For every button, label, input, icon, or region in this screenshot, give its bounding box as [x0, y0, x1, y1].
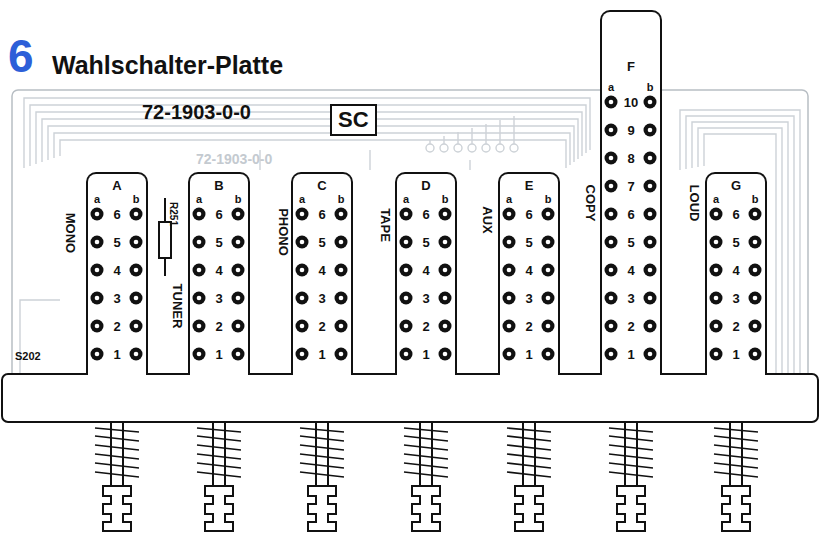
column-letter: D — [421, 179, 430, 192]
watermark-number: 72-1903-0-0 — [196, 152, 272, 166]
switch-label: AUX — [481, 206, 494, 233]
contact-side: b — [442, 194, 449, 205]
switch-contact-column: Aa b 6 5 4 3 2 1 — [86, 172, 148, 375]
column-letter: F — [627, 60, 635, 73]
contact-side: a — [608, 82, 614, 93]
pin-number: 7 — [627, 180, 634, 193]
contact-side: a — [403, 194, 409, 205]
marking-box: SC — [330, 104, 377, 136]
column-letter: A — [112, 179, 121, 192]
switch-label: TUNER — [171, 284, 184, 329]
pin-number: 5 — [422, 236, 429, 249]
pin-number: 3 — [422, 292, 429, 305]
column-letter: B — [214, 179, 223, 192]
switch-label: MONO — [64, 213, 77, 253]
column-letter: G — [731, 179, 741, 192]
pin-number: 1 — [113, 348, 120, 361]
pin-number: 2 — [318, 320, 325, 333]
switch-contact-column: Ga b 6 5 4 3 2 1 — [705, 172, 767, 375]
pin-number: 6 — [732, 208, 739, 221]
pin-number: 6 — [215, 208, 222, 221]
column-letter: C — [317, 179, 326, 192]
pin-number: 3 — [732, 292, 739, 305]
pin-number: 2 — [422, 320, 429, 333]
section-number: 6 — [8, 33, 34, 79]
resistor-label: R251 — [168, 202, 178, 226]
column-letter: E — [525, 179, 534, 192]
pin-number: 2 — [113, 320, 120, 333]
contact-side: a — [299, 194, 305, 205]
switch-contact-column: Ea b 6 5 4 3 2 1 — [498, 172, 560, 375]
pin-number: 3 — [318, 292, 325, 305]
pin-number: 6 — [627, 208, 634, 221]
switch-contact-column: Fa b 10 9 8 7 6 5 4 3 2 1 — [600, 10, 662, 375]
pin-number: 6 — [318, 208, 325, 221]
pin-number: 4 — [525, 264, 532, 277]
switch-plungers — [95, 422, 758, 531]
pin-number: 6 — [113, 208, 120, 221]
pin-number: 4 — [732, 264, 739, 277]
pin-number: 9 — [627, 124, 634, 137]
contact-side: b — [752, 194, 759, 205]
contact-side: a — [94, 194, 100, 205]
switch-label: TAPE — [379, 208, 392, 242]
switch-contact-column: Da b 6 5 4 3 2 1 — [395, 172, 457, 375]
contact-side: a — [713, 194, 719, 205]
pin-number: 5 — [627, 236, 634, 249]
contact-side: b — [235, 194, 242, 205]
pin-number: 1 — [732, 348, 739, 361]
pin-number: 2 — [732, 320, 739, 333]
pcb-traces — [20, 98, 800, 380]
pin-number: 5 — [113, 236, 120, 249]
title: Wahlschalter-Platte — [52, 53, 283, 78]
pin-number: 2 — [215, 320, 222, 333]
contact-side: a — [196, 194, 202, 205]
pin-number: 5 — [525, 236, 532, 249]
pin-number: 5 — [732, 236, 739, 249]
switch-contact-column: Ba b 6 5 4 3 2 1 — [188, 172, 250, 375]
board-outline — [12, 90, 808, 414]
pin-number: 6 — [525, 208, 532, 221]
pin-number: 3 — [215, 292, 222, 305]
contact-side: b — [647, 82, 654, 93]
pin-number: 6 — [422, 208, 429, 221]
pin-number: 4 — [215, 264, 222, 277]
switch-label: PHONO — [277, 208, 290, 256]
pin-number: 1 — [525, 348, 532, 361]
pin-number: 8 — [627, 152, 634, 165]
switch-ref: S202 — [15, 351, 41, 362]
pin-number: 3 — [525, 292, 532, 305]
switch-label: COPY — [584, 185, 597, 222]
pin-number: 4 — [318, 264, 325, 277]
pin-number: 1 — [318, 348, 325, 361]
contact-side: b — [133, 194, 140, 205]
switch-label: LOUD — [688, 185, 701, 222]
contact-side: b — [545, 194, 552, 205]
pin-number: 2 — [627, 320, 634, 333]
pin-number: 2 — [525, 320, 532, 333]
board-code: SC — [338, 109, 369, 131]
pin-number: 1 — [422, 348, 429, 361]
pin-number: 3 — [113, 292, 120, 305]
contact-side: b — [338, 194, 345, 205]
pin-number: 5 — [318, 236, 325, 249]
pin-number: 3 — [627, 292, 634, 305]
board-number: 72-1903-0-0 — [142, 102, 251, 122]
pin-number: 10 — [624, 96, 638, 109]
switch-bar — [2, 374, 818, 422]
pin-number: 4 — [113, 264, 120, 277]
pin-number: 4 — [422, 264, 429, 277]
switch-contact-column: Ca b 6 5 4 3 2 1 — [291, 172, 353, 375]
pin-number: 1 — [627, 348, 634, 361]
pin-number: 4 — [627, 264, 634, 277]
pin-number: 5 — [215, 236, 222, 249]
pin-number: 1 — [215, 348, 222, 361]
contact-side: a — [506, 194, 512, 205]
